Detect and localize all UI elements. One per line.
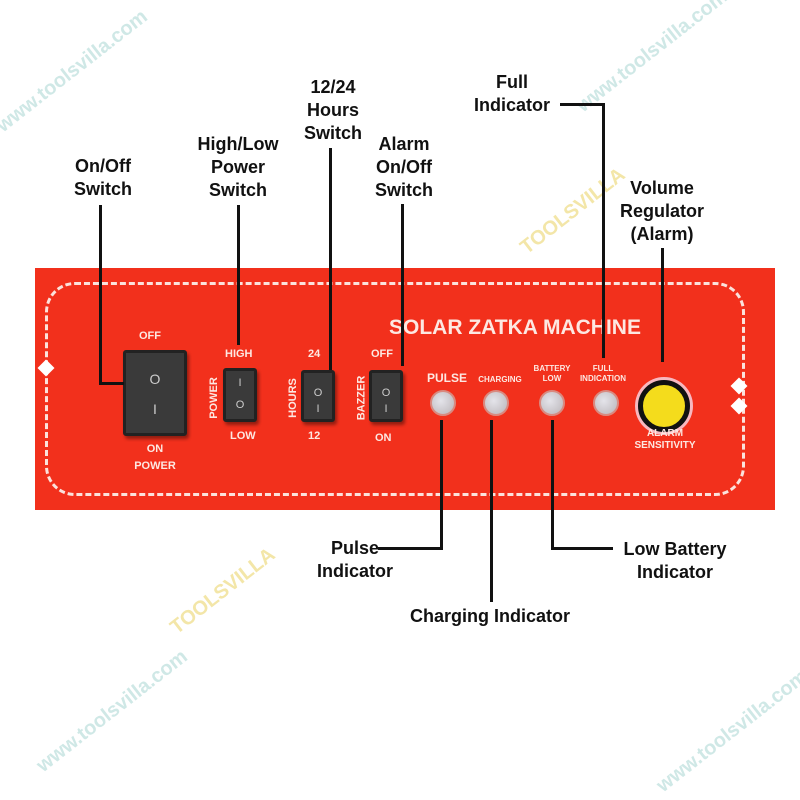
- charging-led: [483, 390, 509, 416]
- callout-volume-regulator: Volume Regulator (Alarm): [619, 178, 704, 244]
- brand-watermark: TOOLSVILLA: [166, 543, 280, 639]
- pulse-label: PULSE: [426, 371, 467, 385]
- callout-pulse-indicator: Pulse Indicator: [316, 538, 393, 581]
- power-label: POWER: [207, 377, 220, 419]
- main-switch-off-label: OFF: [139, 330, 161, 342]
- main-power-switch[interactable]: O I: [123, 350, 187, 436]
- charging-label: CHARGING: [478, 375, 522, 384]
- watermark: www.toolsvilla.com: [652, 665, 800, 797]
- full-indication-led: [593, 390, 619, 416]
- callout-high-low-power-switch: High/Low Power Switch: [197, 134, 279, 200]
- callout-full-indicator: Full Indicator: [473, 72, 550, 115]
- hours-12-label: 12: [308, 430, 321, 442]
- hours-label: HOURS: [286, 378, 299, 418]
- power-high-label: HIGH: [225, 348, 253, 360]
- alarm-volume-knob[interactable]: [638, 380, 690, 432]
- control-panel: SOLAR ZATKA MACHINE OFF O I ON POWER HIG…: [35, 268, 775, 510]
- buzzer-on-label: ON: [375, 432, 392, 444]
- watermark: www.toolsvilla.com: [32, 645, 192, 777]
- buzzer-label: BAZZER: [355, 375, 368, 421]
- main-switch-on-label: ON: [146, 443, 164, 455]
- battery-low-led: [539, 390, 565, 416]
- hours-24-label: 24: [308, 348, 321, 360]
- watermark: www.toolsvilla.com: [0, 5, 152, 137]
- buzzer-off-label: OFF: [371, 348, 393, 360]
- callout-low-battery-indicator: Low Battery Indicator: [623, 539, 727, 582]
- callout-on-off-switch: On/Off Switch: [73, 156, 132, 199]
- callout-alarm-switch: Alarm On/Off Switch: [374, 134, 433, 200]
- alarm-sensitivity-label: ALARM SENSITIVITY: [634, 428, 696, 451]
- full-indication-label: FULL INDICATION: [579, 364, 627, 383]
- power-low-label: LOW: [230, 430, 256, 442]
- battery-low-label: BATTERY LOW: [533, 364, 571, 383]
- on-symbol: I: [153, 401, 157, 417]
- callout-hours-switch: 12/24 Hours Switch: [303, 77, 362, 143]
- callout-charging-indicator: Charging Indicator: [409, 606, 570, 626]
- off-symbol: O: [149, 371, 161, 387]
- panel-title: SOLAR ZATKA MACHINE: [389, 316, 641, 339]
- main-switch-caption: POWER: [134, 460, 176, 472]
- pulse-led: [430, 390, 456, 416]
- watermark: www.toolsvilla.com: [572, 0, 732, 117]
